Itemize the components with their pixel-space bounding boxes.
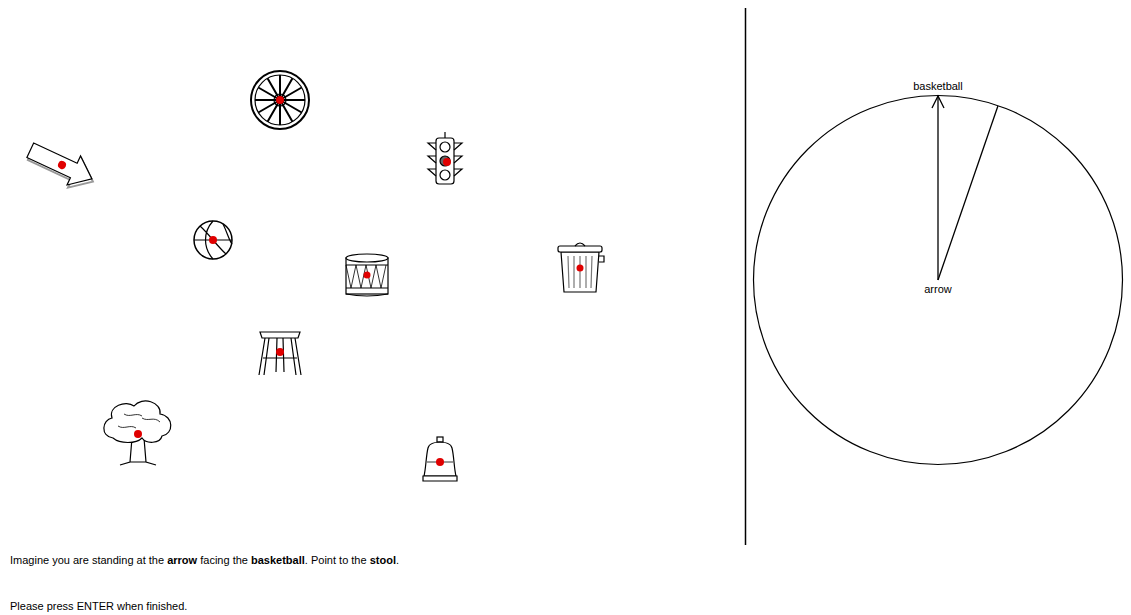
- instruction-text: arrow: [167, 554, 197, 566]
- traffic-light-icon: [428, 132, 462, 184]
- instruction-text: basketball: [251, 554, 305, 566]
- instruction-text: Imagine you are standing at the: [10, 554, 164, 566]
- divider-line: [745, 8, 747, 545]
- circle: [754, 96, 1123, 465]
- trash-can-icon: [558, 243, 604, 292]
- instruction-text: Please press ENTER when finished.: [10, 600, 187, 612]
- response-line: [938, 106, 998, 280]
- arrow-icon: [23, 136, 101, 196]
- object-label: basketball: [913, 80, 963, 93]
- instruction-text: .: [396, 554, 399, 566]
- instruction-text: stool: [370, 554, 396, 566]
- tree-icon: [104, 401, 171, 465]
- circle-outline: [753, 95, 1123, 465]
- instruction-text: facing the: [200, 554, 248, 566]
- facing-line: [937, 96, 938, 280]
- response-circle: basketballarrow: [753, 95, 1123, 465]
- bell-icon: [423, 437, 457, 481]
- instruction-text: . Point to the: [305, 554, 367, 566]
- facing-arrowhead: [932, 96, 944, 108]
- instruction-line: Imagine you are standing at thearrowfaci…: [10, 553, 399, 567]
- stool-icon: [259, 332, 301, 375]
- object-label: arrow: [924, 283, 952, 296]
- basketball-icon: [194, 221, 232, 259]
- wheel-icon: [251, 71, 309, 129]
- drum-icon: [346, 254, 388, 296]
- instruction-line: Please press ENTER when finished.: [10, 599, 187, 613]
